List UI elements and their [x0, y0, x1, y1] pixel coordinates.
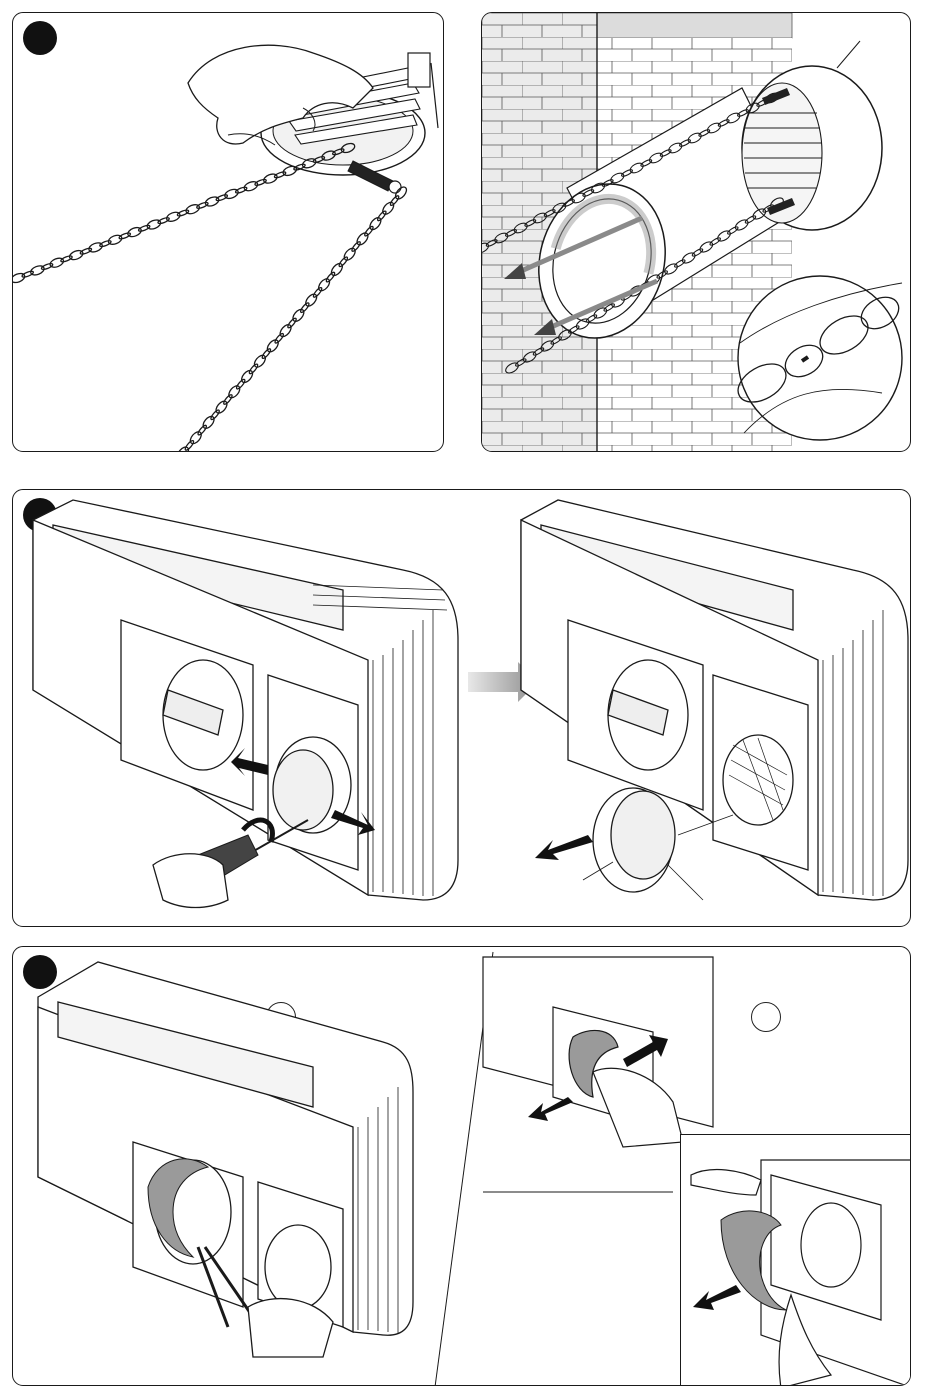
detail-inset	[680, 1134, 911, 1386]
chain-link	[201, 414, 216, 430]
chain-link	[184, 440, 195, 452]
chain-link	[299, 302, 310, 314]
seal-removal-detail	[681, 1135, 911, 1386]
step-panel-2	[481, 12, 911, 452]
chain-link	[317, 277, 332, 293]
chain-link	[329, 262, 344, 278]
chain-link	[235, 378, 246, 390]
chain-link	[355, 231, 370, 247]
chain-link	[389, 195, 400, 207]
chain-link	[265, 338, 280, 354]
step-panel-4	[12, 946, 911, 1386]
chain-link	[351, 241, 362, 253]
chain-link	[325, 271, 336, 283]
chain-link	[376, 210, 387, 222]
brick-wall-illustration	[482, 13, 911, 452]
step-panel-3	[12, 489, 911, 927]
chain-link	[278, 323, 293, 339]
chain-link	[287, 317, 298, 329]
chain-link	[227, 384, 242, 400]
step-panel-1	[12, 12, 444, 452]
chain-link	[274, 332, 285, 344]
chain-link	[214, 399, 229, 415]
chain-link	[304, 292, 319, 308]
screwdriver-illustration	[13, 490, 911, 927]
chain-link	[261, 348, 272, 360]
chain-link	[197, 424, 208, 436]
chain-link	[312, 287, 323, 299]
chain-link	[175, 445, 190, 452]
chain-link	[381, 200, 396, 216]
chain-link	[342, 246, 357, 262]
chain-link	[291, 307, 306, 323]
chain-link	[188, 430, 203, 446]
chain-grille-illustration	[13, 13, 444, 452]
chain-link	[338, 256, 349, 268]
chain-link	[240, 369, 255, 385]
chain-link	[252, 353, 267, 369]
chain-link	[364, 225, 375, 237]
chain-link	[248, 363, 259, 375]
chain-link	[368, 216, 383, 232]
chain-link	[210, 409, 221, 421]
chain-link	[223, 394, 234, 406]
